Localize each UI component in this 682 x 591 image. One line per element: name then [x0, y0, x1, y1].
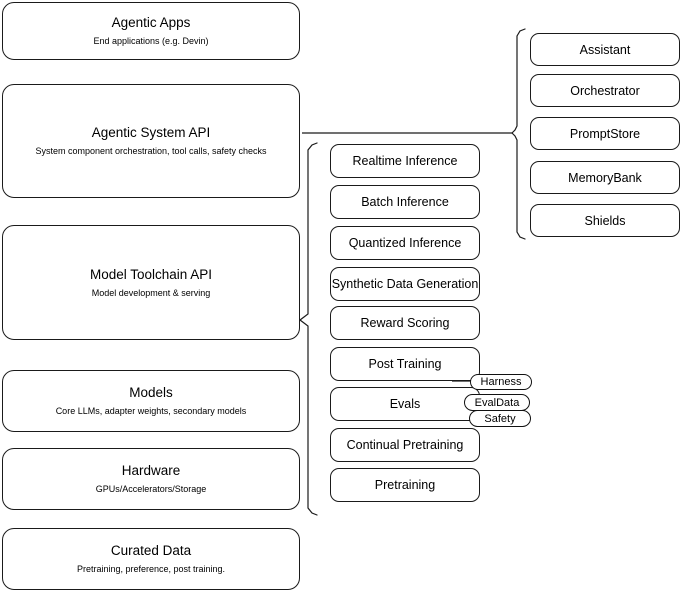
layer-subtitle: Core LLMs, adapter weights, secondary mo…: [55, 406, 247, 416]
toolchain-item-batch-inference[interactable]: Batch Inference: [330, 185, 480, 219]
layer-model-toolchain-api[interactable]: Model Toolchain API Model development & …: [2, 225, 300, 340]
system-component-label: Assistant: [579, 42, 631, 57]
system-components-bracket-upper: [511, 28, 526, 134]
system-component-promptstore[interactable]: PromptStore: [530, 117, 680, 150]
layer-curated-data[interactable]: Curated Data Pretraining, preference, po…: [2, 528, 300, 590]
evals-tag-safety[interactable]: Safety: [469, 410, 531, 427]
toolchain-item-post-training[interactable]: Post Training: [330, 347, 480, 381]
system-component-label: Orchestrator: [570, 83, 640, 98]
evals-tag-label: Harness: [480, 376, 522, 388]
evals-tag-label: EvalData: [474, 396, 520, 409]
evals-tag-harness[interactable]: Harness: [470, 374, 532, 390]
toolchain-item-label: Post Training: [368, 357, 442, 371]
toolchain-item-label: Reward Scoring: [360, 316, 450, 330]
layer-subtitle: Pretraining, preference, post training.: [76, 564, 226, 574]
system-component-label: MemoryBank: [568, 170, 642, 185]
system-component-memorybank[interactable]: MemoryBank: [530, 161, 680, 194]
toolchain-item-continual-pretraining[interactable]: Continual Pretraining: [330, 428, 480, 462]
layer-subtitle: System component orchestration, tool cal…: [35, 146, 267, 156]
toolchain-item-realtime-inference[interactable]: Realtime Inference: [330, 144, 480, 178]
system-component-shields[interactable]: Shields: [530, 204, 680, 237]
layer-models[interactable]: Models Core LLMs, adapter weights, secon…: [2, 370, 300, 432]
system-component-label: PromptStore: [569, 126, 641, 141]
toolchain-item-pretraining[interactable]: Pretraining: [330, 468, 480, 502]
layer-hardware[interactable]: Hardware GPUs/Accelerators/Storage: [2, 448, 300, 510]
toolchain-item-evals[interactable]: Evals: [330, 387, 480, 421]
layer-title: Curated Data: [110, 543, 192, 558]
layer-subtitle: GPUs/Accelerators/Storage: [95, 484, 207, 494]
toolchain-item-label: Batch Inference: [361, 195, 449, 209]
toolchain-item-label: Quantized Inference: [348, 236, 462, 250]
toolchain-item-reward-scoring[interactable]: Reward Scoring: [330, 306, 480, 340]
evals-tag-label: Safety: [484, 412, 516, 425]
layer-subtitle: Model development & serving: [91, 287, 211, 298]
toolchain-item-synthetic-data-generation[interactable]: Synthetic Data Generation: [330, 267, 480, 301]
toolchain-bracket-lower: [299, 319, 318, 516]
toolchain-item-label: Synthetic Data Generation: [331, 277, 479, 291]
toolchain-item-label: Continual Pretraining: [346, 438, 464, 452]
system-component-orchestrator[interactable]: Orchestrator: [530, 74, 680, 107]
layer-title: Models: [129, 385, 173, 400]
layer-title: Hardware: [121, 463, 181, 478]
toolchain-item-label: Realtime Inference: [352, 154, 458, 168]
evals-tag-evaldata[interactable]: EvalData: [464, 394, 530, 411]
layer-agentic-system-api[interactable]: Agentic System API System component orch…: [2, 84, 300, 198]
layer-subtitle: End applications (e.g. Devin): [93, 36, 209, 46]
layer-title: Model Toolchain API: [89, 266, 213, 282]
system-components-bracket-lower: [511, 132, 526, 240]
layer-title: Agentic System API: [91, 125, 211, 140]
toolchain-item-quantized-inference[interactable]: Quantized Inference: [330, 226, 480, 260]
system-component-label: Shields: [584, 213, 626, 228]
toolchain-item-label: Pretraining: [374, 478, 436, 492]
toolchain-bracket-upper: [299, 142, 318, 321]
layer-agentic-apps[interactable]: Agentic Apps End applications (e.g. Devi…: [2, 2, 300, 60]
system-component-assistant[interactable]: Assistant: [530, 33, 680, 66]
layer-title: Agentic Apps: [111, 15, 191, 30]
toolchain-item-label: Evals: [389, 397, 421, 411]
